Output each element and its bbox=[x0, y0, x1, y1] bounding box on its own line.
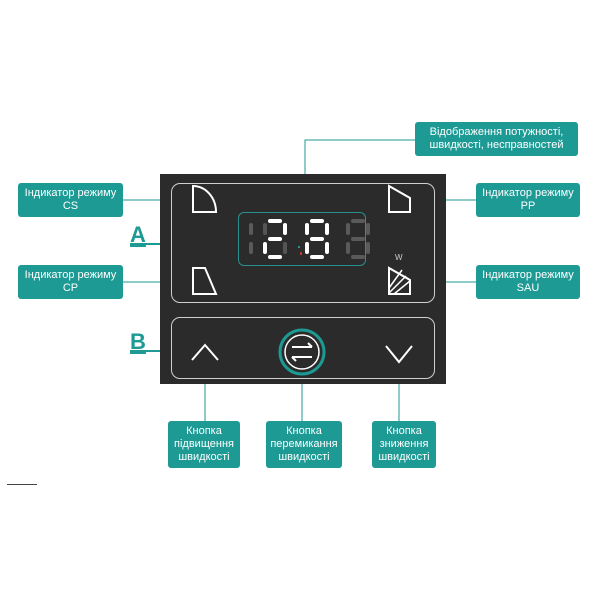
down-button-label: Кнопка зниження швидкості bbox=[372, 421, 436, 468]
digit-1 bbox=[263, 219, 287, 259]
switch-button-label: Кнопка перемикання швидкості bbox=[266, 421, 342, 468]
slanted-trapezoid-icon bbox=[388, 184, 411, 213]
status-dot bbox=[300, 252, 302, 255]
divider-line bbox=[7, 484, 37, 485]
digit-0 bbox=[249, 223, 253, 254]
quarter-circle-icon bbox=[192, 184, 218, 213]
section-letter-a: A bbox=[130, 222, 146, 247]
sau-indicator-label: Індикатор режиму SAU bbox=[476, 265, 580, 299]
up-button-label: Кнопка підвищення швидкості bbox=[168, 421, 240, 468]
chevron-down-icon[interactable] bbox=[385, 345, 413, 364]
cs-indicator-label: Індикатор режиму CS bbox=[18, 183, 123, 217]
display-label: Відображення потужності, швидкості, несп… bbox=[415, 122, 578, 156]
display-section-frame bbox=[171, 183, 435, 303]
digit-display bbox=[238, 212, 366, 266]
digit-2 bbox=[305, 219, 329, 259]
digit-3 bbox=[346, 219, 370, 259]
hatched-trapezoid-icon bbox=[388, 266, 411, 295]
decimal-dot bbox=[298, 246, 300, 248]
buttons-section-frame bbox=[171, 317, 435, 379]
pp-indicator-label: Індикатор режиму PP bbox=[476, 183, 580, 217]
seven-segment-digits bbox=[249, 219, 370, 259]
cp-indicator-label: Індикатор режиму CP bbox=[18, 265, 123, 299]
w-mark: W bbox=[395, 253, 403, 262]
section-letter-b: B bbox=[130, 329, 146, 354]
trapezoid-icon bbox=[192, 267, 218, 295]
chevron-up-icon[interactable] bbox=[191, 343, 219, 361]
swap-arrows-icon[interactable] bbox=[278, 328, 326, 376]
